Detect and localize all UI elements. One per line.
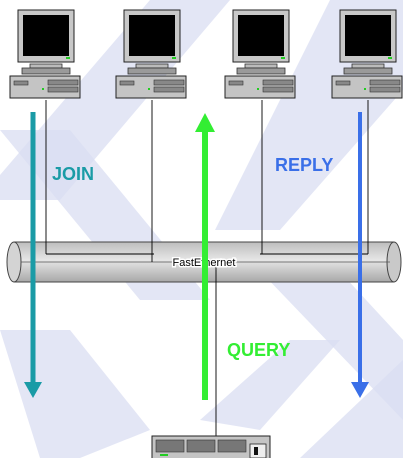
workstation-2	[115, 9, 187, 99]
computer-workstation-icon	[9, 9, 81, 99]
watermark-shape	[240, 250, 403, 420]
workstation-4	[331, 9, 403, 99]
join-arrow	[24, 112, 42, 398]
network-cables	[45, 100, 369, 438]
server-icon	[151, 435, 271, 458]
reply-label: REPLY	[275, 155, 333, 175]
watermark-shape	[300, 360, 403, 458]
server	[151, 435, 271, 458]
computer-workstation-icon	[224, 9, 296, 99]
query-label: QUERY	[227, 340, 290, 360]
computer-workstation-icon	[331, 9, 403, 99]
workstation-1	[9, 9, 81, 99]
query-arrow	[195, 113, 215, 400]
computer-workstation-icon	[115, 9, 187, 99]
watermark-shape	[0, 330, 150, 458]
workstation-3	[224, 9, 296, 99]
watermark-shape	[200, 340, 340, 430]
join-label: JOIN	[52, 164, 94, 184]
reply-arrow	[351, 112, 369, 398]
